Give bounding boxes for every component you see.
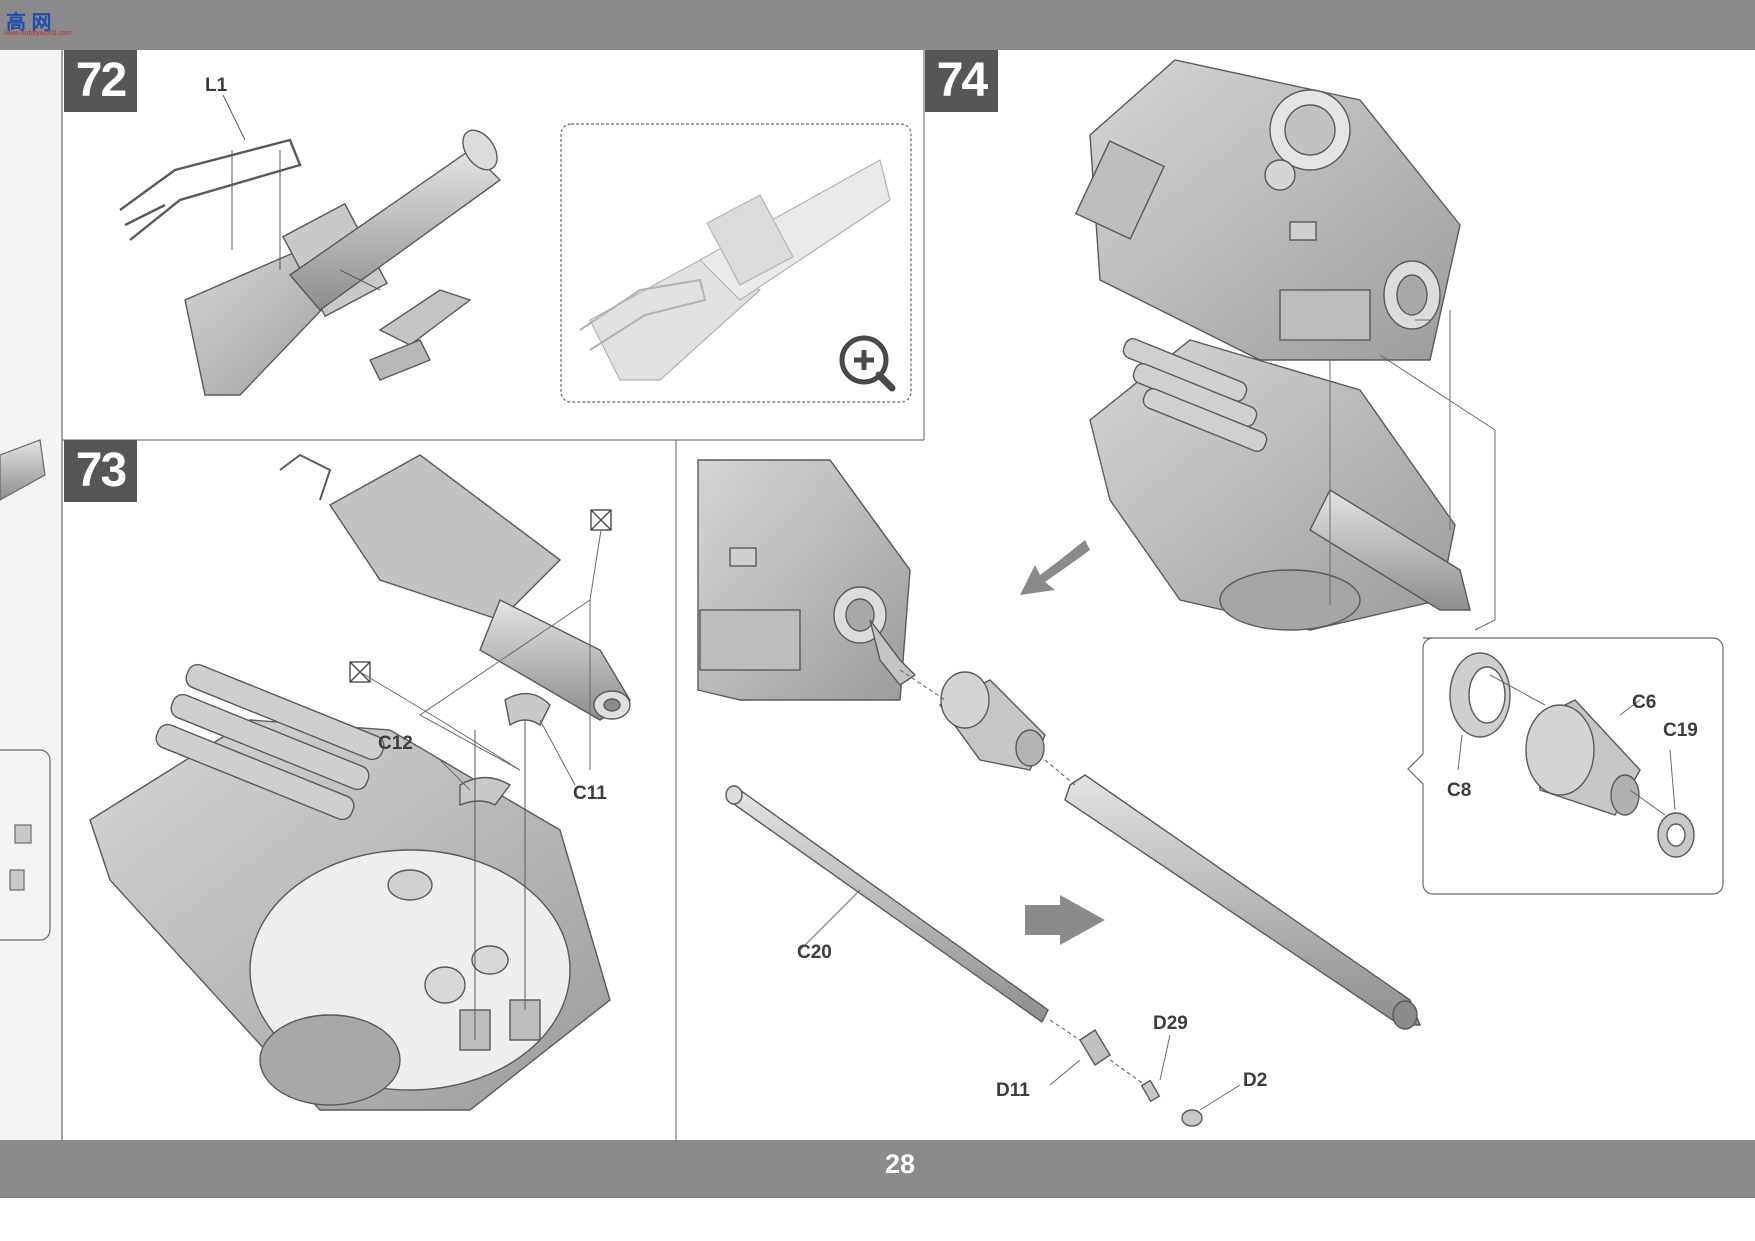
- step-74-barrel-right: [1064, 774, 1422, 1030]
- zoom-inset-frame: [560, 123, 912, 403]
- magnify-plus-icon: [839, 335, 896, 392]
- previous-page-edge: [0, 50, 63, 1140]
- part-label-c19: C19: [1663, 720, 1698, 741]
- step-74-turret-lower: [1089, 338, 1471, 631]
- part-label-l1: L1: [205, 75, 228, 96]
- step-74-turret-roof: [1074, 59, 1461, 361]
- step-73-leader-lines: [359, 529, 602, 791]
- site-logo-text: 高 网: [6, 12, 52, 34]
- part-label-c11: C11: [573, 783, 607, 804]
- page-number: 28: [884, 1149, 916, 1179]
- direction-arrow-icon: [1020, 540, 1105, 945]
- part-leader-lines: [799, 889, 1241, 1111]
- detail-inset: [1407, 637, 1724, 895]
- step-74-muzzle-sleeve: [938, 671, 1046, 771]
- step-72-gun-assembly: [119, 94, 502, 396]
- part-label-d2: D2: [1243, 1070, 1268, 1091]
- step-74-arrow-lines: [899, 669, 1146, 1086]
- step-73-breech: [279, 453, 631, 721]
- site-logo-subtext: www.hobbyworld.com: [4, 30, 72, 37]
- step-73-number: 73: [64, 440, 137, 502]
- adjacent-page-fragment: [0, 439, 51, 941]
- part-label-d11: D11: [996, 1080, 1030, 1101]
- inset-gun-view: [579, 159, 891, 381]
- part-label-c8: C8: [1447, 780, 1472, 801]
- page-margin: [0, 1198, 1755, 1241]
- step-74-leader-lines: [1329, 310, 1496, 631]
- part-label-c12: C12: [378, 733, 413, 754]
- site-logo: 高 网 www.hobbyworld.com: [4, 4, 72, 38]
- part-label-c6: C6: [1632, 692, 1657, 713]
- panel-frames: [61, 50, 925, 1140]
- part-label-c20: C20: [797, 942, 832, 963]
- step-74-number: 74: [925, 50, 998, 112]
- step-72-number: 72: [64, 50, 137, 112]
- part-label-d29: D29: [1153, 1013, 1188, 1034]
- bottom-band: [0, 1140, 1755, 1198]
- step-74-turret-closeup: [697, 459, 917, 701]
- part-c20-barrel: [725, 785, 1203, 1127]
- step-73-turret-interior: [89, 663, 611, 1111]
- top-band: [0, 0, 1755, 50]
